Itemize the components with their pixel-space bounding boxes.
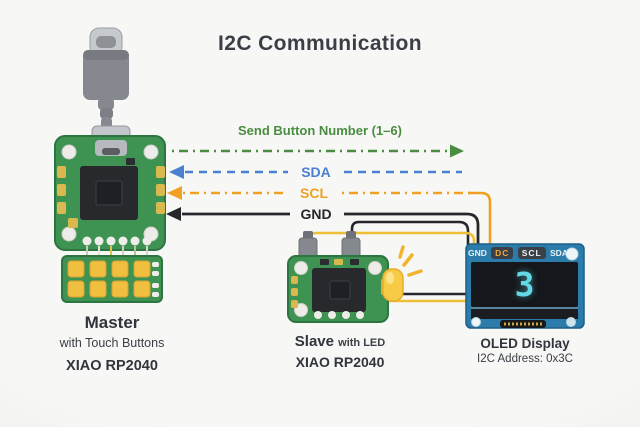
cable-relief-1 <box>98 98 114 110</box>
pin-pad <box>142 236 152 246</box>
oled-title: OLED Display <box>480 336 570 351</box>
sda-arrow <box>169 165 462 179</box>
touch-board-holes <box>152 262 159 297</box>
scl-arrow-head <box>167 186 182 200</box>
led-yellow-wire <box>382 299 472 307</box>
gold-pad <box>334 259 343 265</box>
gnd-arrow-head <box>166 207 181 221</box>
oled-pin-labels: GND DC SCL SDA <box>468 246 568 260</box>
pin-pad <box>342 311 350 319</box>
send-arrow <box>172 144 464 158</box>
sda-arrow-head <box>169 165 184 179</box>
usb-plug-body <box>83 50 129 100</box>
master-chip-core <box>95 180 123 206</box>
gold-pad <box>291 276 298 284</box>
gnd-arrow <box>166 207 480 254</box>
page-title: I2C Communication <box>218 32 422 55</box>
touch-pad <box>89 280 107 298</box>
oled-address: I2C Address: 0x3C <box>477 353 573 365</box>
led-glow-rays <box>398 245 423 277</box>
mounting-hole <box>471 317 481 327</box>
mounting-hole <box>368 261 382 275</box>
touch-pad <box>67 260 85 278</box>
scl-wire-to-oled <box>468 191 492 254</box>
pin-pad <box>94 236 104 246</box>
oled-screen-strip <box>471 309 578 319</box>
gold-pad <box>68 218 78 228</box>
pin-pad <box>314 311 322 319</box>
slave-board-name: XIAO RP2040 <box>295 354 385 370</box>
gold-pad <box>57 202 66 214</box>
send-arrow-label: Send Button Number (1–6) <box>238 123 402 138</box>
master-board-name: XIAO RP2040 <box>66 358 158 374</box>
gold-pad <box>156 166 165 178</box>
pin-pad <box>118 236 128 246</box>
oled-pin-gnd: GND <box>468 248 487 258</box>
master-title: Master <box>84 313 140 332</box>
pin-pad <box>130 236 140 246</box>
master-usb-opening <box>102 148 120 155</box>
master-subtitle: with Touch Buttons <box>59 336 165 350</box>
mounting-hole <box>61 144 77 160</box>
scl-arrow <box>167 186 492 254</box>
gold-pad <box>57 166 66 178</box>
led-body <box>382 268 404 302</box>
gold-pad <box>156 184 165 196</box>
mounting-hole <box>143 144 159 160</box>
touch-pad <box>133 260 151 278</box>
mounting-hole <box>566 317 576 327</box>
usb-cable <box>83 27 129 131</box>
master-board <box>54 125 166 258</box>
oled-display-value: 3 <box>514 265 535 304</box>
slave-yellow-wire <box>307 231 476 254</box>
touch-pad <box>111 260 129 278</box>
slave-black-wire <box>350 220 470 254</box>
oled-screen <box>471 262 578 307</box>
oled-display <box>465 243 585 329</box>
pin-pad <box>82 236 92 246</box>
gold-pad <box>57 184 66 196</box>
led <box>381 245 423 302</box>
slave-title: Slave with LED <box>266 333 414 350</box>
slave-board <box>287 231 389 323</box>
touch-pad <box>133 280 151 298</box>
send-arrow-head <box>450 144 464 158</box>
smd-part <box>350 259 359 265</box>
oled-pin-sda: SDA <box>550 248 568 258</box>
scl-arrow-label: SCL <box>300 185 328 201</box>
touch-pads <box>67 260 151 298</box>
usb-plug-collar <box>83 50 129 60</box>
oled-flex-connector <box>500 320 546 328</box>
led-highlight <box>386 272 394 284</box>
slave-chip-core <box>329 280 351 300</box>
oled-pin-dc: DC <box>491 247 514 259</box>
gnd-arrow-label: GND <box>300 206 332 222</box>
gold-pad <box>291 300 298 308</box>
gold-pad <box>291 288 298 296</box>
sda-arrow-label: SDA <box>301 164 331 180</box>
mounting-hole <box>61 226 77 242</box>
cable-relief-2 <box>100 108 113 119</box>
pin-pad <box>356 311 364 319</box>
gold-pad <box>156 202 165 214</box>
pin-pad <box>106 236 116 246</box>
pin-pad <box>328 311 336 319</box>
mounting-hole <box>294 261 308 275</box>
touch-pad <box>67 280 85 298</box>
gnd-wire-to-oled <box>344 212 480 254</box>
usb-plug-slot <box>96 36 116 48</box>
touch-buttons-board <box>61 255 163 303</box>
slave-title-text: Slave <box>294 333 334 350</box>
smd-part <box>320 259 329 265</box>
slave-subtitle: with LED <box>338 337 386 349</box>
oled-pin-scl: SCL <box>517 247 546 259</box>
smd-part <box>126 158 135 165</box>
touch-pad <box>89 260 107 278</box>
mounting-hole <box>565 247 579 261</box>
touch-pad <box>111 280 129 298</box>
